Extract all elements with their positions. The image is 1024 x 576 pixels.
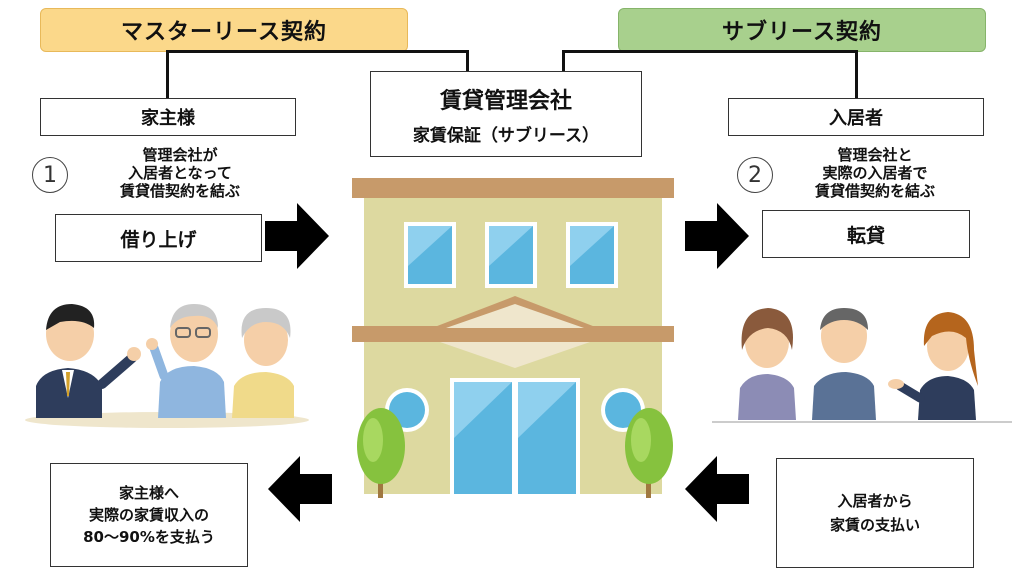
management-company-box: 賃貸管理会社 家賃保証（サブリース） <box>370 71 642 157</box>
master-lease-banner: マスターリース契約 <box>40 8 408 52</box>
payment-from-tenant-line-2: 家賃の支払い <box>829 516 920 534</box>
arrow-left-icon <box>268 456 332 522</box>
sublease-banner: サブリース契約 <box>618 8 986 52</box>
landlord-label-box: 家主様 <box>40 98 296 136</box>
tree-icon <box>625 408 673 498</box>
landlord-label: 家主様 <box>141 108 195 129</box>
landlord-note: 管理会社が 入居者となって 賃貸借契約を結ぶ <box>80 146 280 200</box>
tenant-label-box: 入居者 <box>728 98 984 136</box>
landlord-note-line-2: 入居者となって <box>128 164 232 182</box>
tenant-note-line-3: 賃貸借契約を結ぶ <box>814 182 935 200</box>
step-1-badge: 1 <box>32 157 68 193</box>
people-icon <box>25 304 309 428</box>
payment-to-landlord-line-1: 家主様へ <box>118 484 179 502</box>
arrow-left-icon <box>685 456 749 522</box>
connector-left-drop <box>466 50 469 72</box>
landlord-note-line-3: 賃貸借契約を結ぶ <box>119 182 240 200</box>
connector-left-vertical <box>166 50 169 98</box>
sublet-action-box: 転貸 <box>762 210 970 258</box>
tenant-note-line-2: 実際の入居者で <box>822 164 928 182</box>
payment-to-landlord-line-3: 80～90%を支払う <box>83 528 215 546</box>
payment-to-landlord-box: 家主様へ 実際の家賃収入の 80～90%を支払う <box>50 463 248 567</box>
connector-right-horizontal <box>562 50 858 53</box>
payment-from-tenant-line-1: 入居者から <box>837 492 913 510</box>
sublease-action-label: 借り上げ <box>120 228 197 251</box>
tenant-note-line-1: 管理会社と <box>837 146 913 164</box>
sublease-title: サブリース契約 <box>722 20 882 45</box>
management-company-title: 賃貸管理会社 <box>439 88 572 114</box>
step-2-number: 2 <box>748 162 762 188</box>
payment-from-tenant-box: 入居者から 家賃の支払い <box>776 458 974 568</box>
people-icon <box>712 308 1012 423</box>
connector-left-horizontal <box>166 50 468 53</box>
payment-to-landlord-line-2: 実際の家賃収入の <box>88 506 209 524</box>
arrow-right-icon <box>265 203 329 269</box>
management-company-subtitle: 家賃保証（サブリース） <box>412 125 600 146</box>
sublease-action-box: 借り上げ <box>55 214 262 262</box>
tenant-label: 入居者 <box>829 108 883 129</box>
landlord-note-line-1: 管理会社が <box>142 146 218 164</box>
step-1-number: 1 <box>43 162 57 188</box>
step-2-badge: 2 <box>737 157 773 193</box>
arrow-right-icon <box>685 203 749 269</box>
connector-right-vertical <box>855 50 858 98</box>
building-icon <box>352 178 674 494</box>
sublet-action-label: 転貸 <box>846 224 885 247</box>
tenant-note: 管理会社と 実際の入居者で 賃貸借契約を結ぶ <box>770 146 980 200</box>
master-lease-title: マスターリース契約 <box>121 20 327 45</box>
connector-right-drop <box>562 50 565 72</box>
tree-icon <box>357 408 405 498</box>
